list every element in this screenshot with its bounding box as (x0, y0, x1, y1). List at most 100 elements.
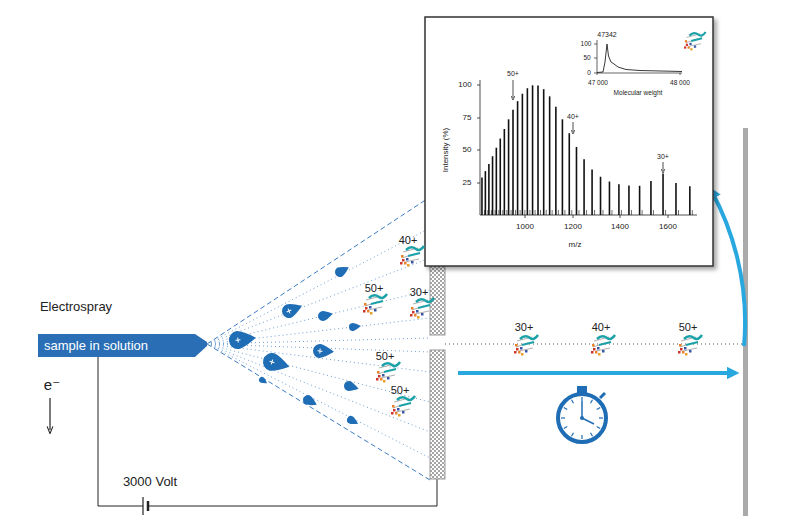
illustration-part (522, 342, 534, 345)
illustration-part (516, 348, 519, 351)
illustration-part (228, 329, 257, 350)
wire (98, 357, 437, 506)
grid-plate (430, 350, 445, 479)
flight-path (445, 344, 745, 345)
illustration-part (549, 96, 551, 215)
illustration-part (384, 369, 396, 372)
battery-plate (142, 497, 143, 515)
illustration-part (488, 164, 490, 215)
illustration-part (377, 371, 380, 374)
illustration-part (591, 433, 593, 436)
illustration-part (313, 344, 335, 359)
illustration-part (688, 46, 690, 48)
axis-tick: 50 (463, 146, 472, 154)
illustration-part (513, 80, 514, 98)
illustration-part (689, 350, 692, 353)
illustration-part (261, 351, 292, 376)
illustration-part (418, 305, 430, 308)
illustration-part (580, 416, 584, 420)
illustration-part (365, 307, 368, 310)
axis-tick: 50 (583, 55, 590, 62)
illustration-part (540, 210, 541, 215)
illustration-part (684, 46, 686, 48)
illustration-part (532, 85, 534, 215)
illustration-part (597, 427, 600, 429)
illustration-part (517, 101, 519, 215)
illustration-part (515, 210, 516, 215)
illustration-part (628, 186, 630, 215)
illustration-part (597, 408, 600, 410)
illustration-part (410, 298, 434, 319)
illustration-part (564, 408, 567, 410)
illustration-part (690, 48, 692, 50)
illustration-part (400, 246, 424, 267)
charge-label: 50+ (376, 351, 395, 362)
illustration-part (555, 107, 557, 215)
axis-title: Molecular weight (614, 90, 663, 97)
illustration-part (558, 210, 559, 215)
spectrum-axes (477, 80, 697, 218)
flight-arrow (458, 371, 733, 375)
illustration-part (313, 344, 335, 359)
illustration-part (374, 309, 377, 312)
illustration-part (346, 415, 360, 428)
illustration-part (618, 184, 620, 215)
node-text: sample in solution (44, 338, 148, 353)
illustration-part (514, 351, 517, 354)
charge-annotation: 50+ (507, 70, 519, 77)
illustration-part (597, 335, 615, 339)
illustration-part (689, 43, 691, 45)
charge-annotation: 30+ (657, 153, 669, 160)
illustration-part (487, 210, 488, 215)
illustration-part (364, 303, 367, 306)
illustration-part (333, 263, 351, 279)
illustration-part (600, 393, 605, 398)
illustration-part (631, 210, 632, 215)
charge-label: 40+ (592, 322, 611, 333)
illustration-part (207, 344, 430, 458)
illustration-part (568, 133, 570, 215)
droplets (228, 263, 361, 427)
illustration-part (639, 186, 641, 215)
axis-tick: 47 000 (588, 80, 608, 87)
illustration-part (598, 353, 601, 356)
illustration-part (684, 335, 702, 339)
illustration-part (343, 380, 360, 394)
electron-arrow (49, 398, 50, 430)
mass-axes (594, 40, 682, 75)
illustration-part (477, 85, 480, 183)
illustration-part (581, 397, 582, 401)
stopwatch (558, 386, 606, 442)
illustration-part (258, 376, 269, 386)
illustration-part (691, 38, 702, 41)
illustration-part (414, 314, 417, 317)
illustration-part (371, 301, 383, 304)
illustration-part (543, 89, 545, 215)
illustration-part (663, 162, 664, 171)
illustration-part (597, 347, 600, 350)
charge-label: 30+ (410, 287, 429, 298)
illustration-part (402, 259, 405, 262)
illustration-part (261, 351, 292, 376)
illustration-part (363, 310, 366, 313)
illustration-part (286, 308, 293, 315)
illustration-part (383, 380, 386, 383)
illustration-part (535, 210, 536, 215)
illustration-part (369, 294, 387, 298)
axis-tick: 0 (587, 70, 591, 77)
illustration-part (258, 376, 269, 386)
illustration-part (392, 405, 395, 408)
illustration-part (520, 347, 523, 350)
illustration-part (269, 359, 275, 365)
charge-label: 50+ (391, 385, 410, 396)
illustration-part (407, 264, 410, 267)
illustration-part (207, 197, 430, 344)
illustration-part (391, 396, 415, 417)
illustration-part (684, 32, 706, 50)
illustration-part (207, 344, 430, 402)
illustration-part (529, 210, 530, 215)
illustration-part (378, 375, 381, 378)
illustration-part (537, 86, 539, 215)
